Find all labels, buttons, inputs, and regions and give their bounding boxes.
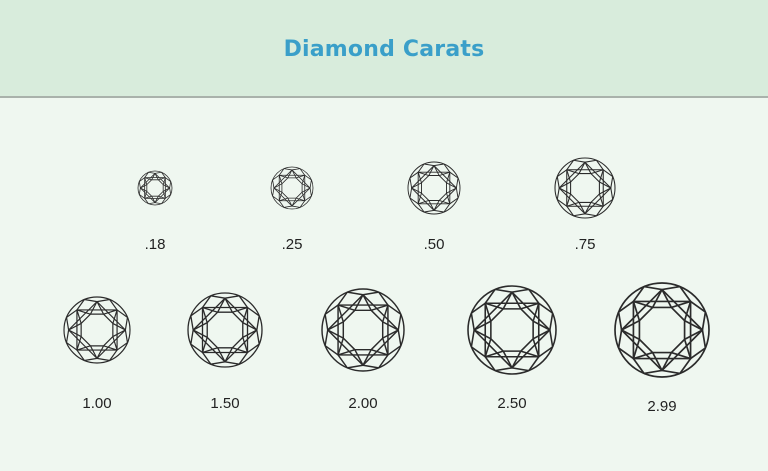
carat-label: 1.00	[82, 395, 112, 412]
carat-label: 2.99	[647, 398, 677, 415]
carat-label: .50	[423, 236, 445, 253]
page-title: Diamond Carats	[283, 36, 485, 62]
header-banner: Diamond Carats	[0, 0, 768, 98]
diamond-icon	[320, 287, 406, 373]
diamond-icon	[406, 160, 462, 216]
carat-label: 1.50	[210, 395, 240, 412]
carat-label: 2.00	[348, 395, 378, 412]
diamond-icon	[553, 156, 617, 220]
carat-label: .18	[144, 236, 166, 253]
carat-label: .25	[281, 236, 303, 253]
carat-label: 2.50	[497, 395, 527, 412]
diamond-icon	[613, 281, 711, 379]
diamond-icon	[269, 165, 315, 211]
diamond-icon	[466, 284, 558, 376]
diamond-icon	[186, 291, 264, 369]
diamond-icon	[62, 295, 132, 365]
diamond-icon	[136, 169, 174, 207]
carat-label: .75	[574, 236, 596, 253]
